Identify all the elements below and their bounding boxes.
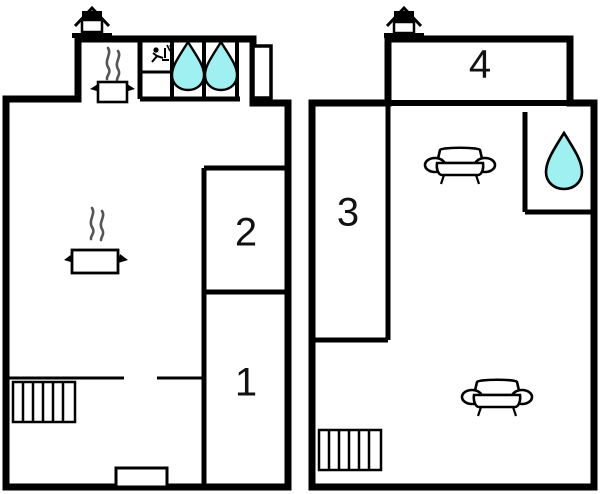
left-building: 2 1: [2, 5, 292, 491]
right-building: 4 3: [308, 5, 598, 491]
water-drop-icon: [544, 130, 584, 191]
washbasin-faucet-icon: [151, 44, 173, 63]
room-label-2: 2: [235, 211, 257, 255]
stove-pot-icon: [90, 46, 135, 104]
sofa-icon: [423, 146, 497, 185]
water-drop-icon: [170, 39, 206, 92]
right-building-outer-wall: [308, 35, 598, 491]
sofa-icon: [460, 378, 534, 417]
house-entrance-icon: [384, 5, 424, 38]
window-icon: [251, 44, 273, 100]
stove-pot-icon: [64, 206, 128, 275]
door-icon: [114, 466, 169, 489]
staircase-icon: [317, 428, 383, 472]
room-label-3: 3: [337, 191, 359, 235]
room-label-4: 4: [469, 43, 491, 87]
water-drop-icon: [203, 39, 239, 92]
house-entrance-icon: [72, 5, 112, 38]
staircase-icon: [11, 380, 77, 424]
room-label-1: 1: [235, 361, 257, 405]
